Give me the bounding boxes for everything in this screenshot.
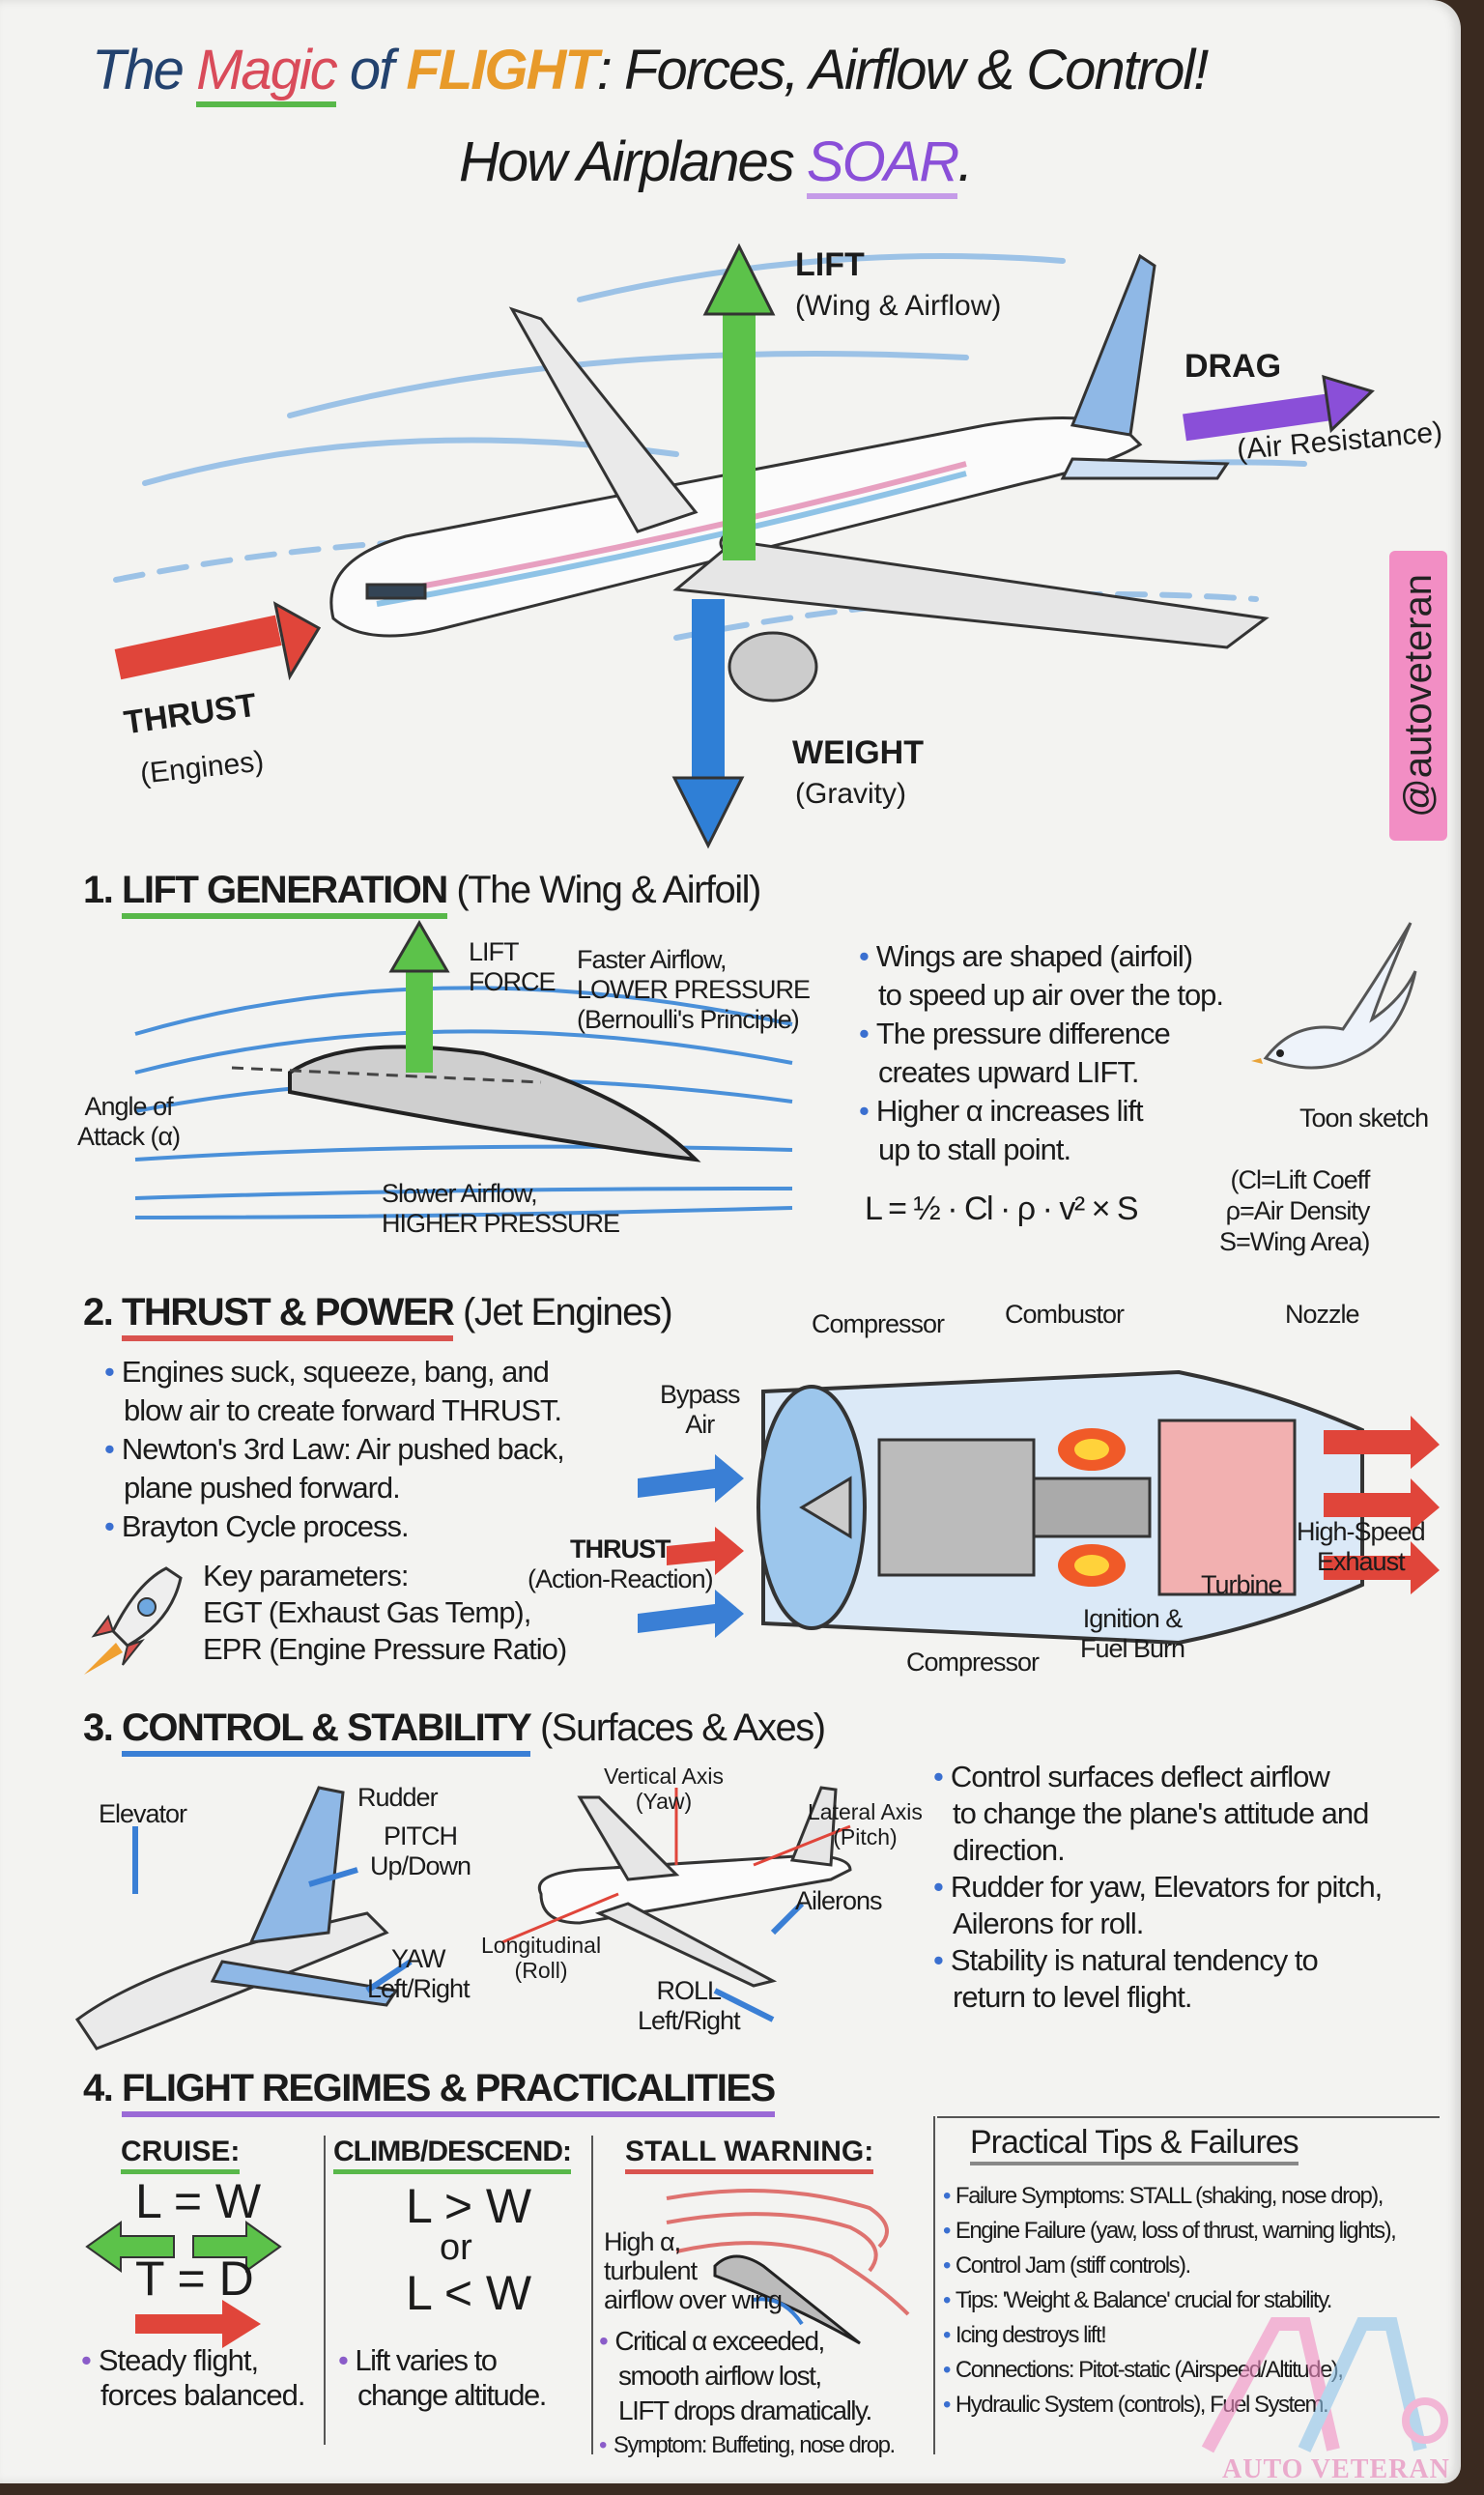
cruise-thrust-equation: T = D	[135, 2251, 254, 2306]
lift-arrow	[702, 243, 776, 560]
thrust-arrow	[114, 601, 322, 681]
compressor-top-label: Compressor	[812, 1309, 945, 1338]
elevator-label: Elevator	[99, 1799, 187, 1828]
logo-text: AUTO VETERAN	[1222, 2454, 1450, 2484]
descend-equation: L < W	[406, 2266, 532, 2320]
faster-airflow-label: Faster Airflow,LOWER PRESSURE(Bernoulli'…	[577, 945, 811, 1035]
longitudinal-axis-label: Longitudinal(Roll)	[481, 1933, 602, 1984]
watermark-text: @autoveteran	[1396, 574, 1440, 817]
weight-sublabel: (Gravity)	[795, 778, 906, 810]
tips-heading: Practical Tips & Failures	[970, 2124, 1299, 2166]
section-4-heading: 4. FLIGHT REGIMES & PRACTICALITIES	[83, 2066, 776, 2117]
lift-sublabel: (Wing & Airflow)	[795, 290, 1002, 322]
climb-equation: L > W	[406, 2179, 532, 2233]
tips-box-top-border	[937, 2116, 1440, 2118]
jet-engine-diagram	[638, 1369, 1440, 1646]
drag-arrow	[1183, 374, 1375, 442]
climb-heading: CLIMB/DESCEND:	[333, 2136, 572, 2174]
watermark-handle: @autoveteran	[1389, 551, 1447, 841]
notebook-page: The Magic of FLIGHT: Forces, Airflow & C…	[0, 0, 1461, 2483]
airfoil-diagram	[134, 920, 793, 1219]
cruise-heading: CRUISE:	[121, 2136, 241, 2174]
cruise-balance-arrows	[85, 2221, 282, 2348]
control-surfaces-diagram	[74, 1786, 852, 2050]
key-parameters: Key parameters:EGT (Exhaust Gas Temp),EP…	[203, 1559, 567, 1666]
stall-bullet-1: Critical α exceeded,smooth airflow lost,…	[599, 2324, 872, 2428]
lift-label: LIFT	[795, 246, 865, 283]
lift-formula: L = ½ · Cl · ρ · v² × S	[865, 1190, 1139, 1227]
cruise-lift-equation: L = W	[135, 2174, 262, 2228]
toon-sketch-label: Toon sketch	[1299, 1104, 1429, 1133]
column-divider	[324, 2136, 326, 2445]
lift-bullets: Wings are shaped (airfoil)to speed up ai…	[859, 937, 1224, 1169]
rudder-label: Rudder	[357, 1783, 439, 1812]
stall-bullet-2: Symptom: Buffeting, nose drop.	[599, 2430, 896, 2461]
drag-label: DRAG	[1184, 348, 1282, 385]
weight-label: WEIGHT	[792, 734, 924, 771]
stall-heading: STALL WARNING:	[625, 2136, 874, 2174]
section-1-heading: 1. LIFT GENERATION (The Wing & Airfoil)	[83, 868, 761, 919]
hero-airplane-illustration	[113, 243, 1375, 849]
page-subtitle: How Airplanes SOAR.	[459, 130, 973, 199]
rocket-icon	[84, 1566, 183, 1675]
bird-sketch-icon	[1251, 922, 1417, 1070]
compressor-bottom-label: Compressor	[906, 1648, 1040, 1677]
ignition-label: Ignition &Fuel Burn	[1080, 1604, 1185, 1664]
or-label: or	[440, 2227, 472, 2268]
vertical-axis-label: Vertical Axis(Yaw)	[604, 1764, 724, 1815]
cruise-bullet: Steady flight,forces balanced.	[81, 2343, 306, 2413]
turbine-label: Turbine	[1201, 1570, 1283, 1599]
page-title: The Magic of FLIGHT: Forces, Airflow & C…	[92, 39, 1209, 107]
column-divider	[591, 2136, 593, 2454]
nozzle-label: Nozzle	[1285, 1300, 1360, 1329]
auto-veteran-logo	[1201, 2317, 1448, 2453]
lateral-axis-label: Lateral Axis(Pitch)	[808, 1799, 923, 1850]
combustor-label: Combustor	[1005, 1300, 1125, 1329]
section-2-heading: 2. THRUST & POWER (Jet Engines)	[83, 1290, 673, 1341]
section-3-heading: 3. CONTROL & STABILITY (Surfaces & Axes)	[83, 1706, 826, 1757]
lift-force-arrow	[388, 920, 450, 1073]
tips-list: Failure Symptoms: STALL (shaking, nose d…	[943, 2179, 1436, 2423]
ailerons-label: Ailerons	[795, 1886, 883, 1915]
engine-thrust-label: THRUST(Action-Reaction)	[528, 1534, 714, 1594]
tips-box-left-border	[933, 2116, 935, 2454]
slower-airflow-label: Slower Airflow,HIGHER PRESSURE	[382, 1179, 620, 1239]
weight-arrow	[671, 599, 745, 849]
